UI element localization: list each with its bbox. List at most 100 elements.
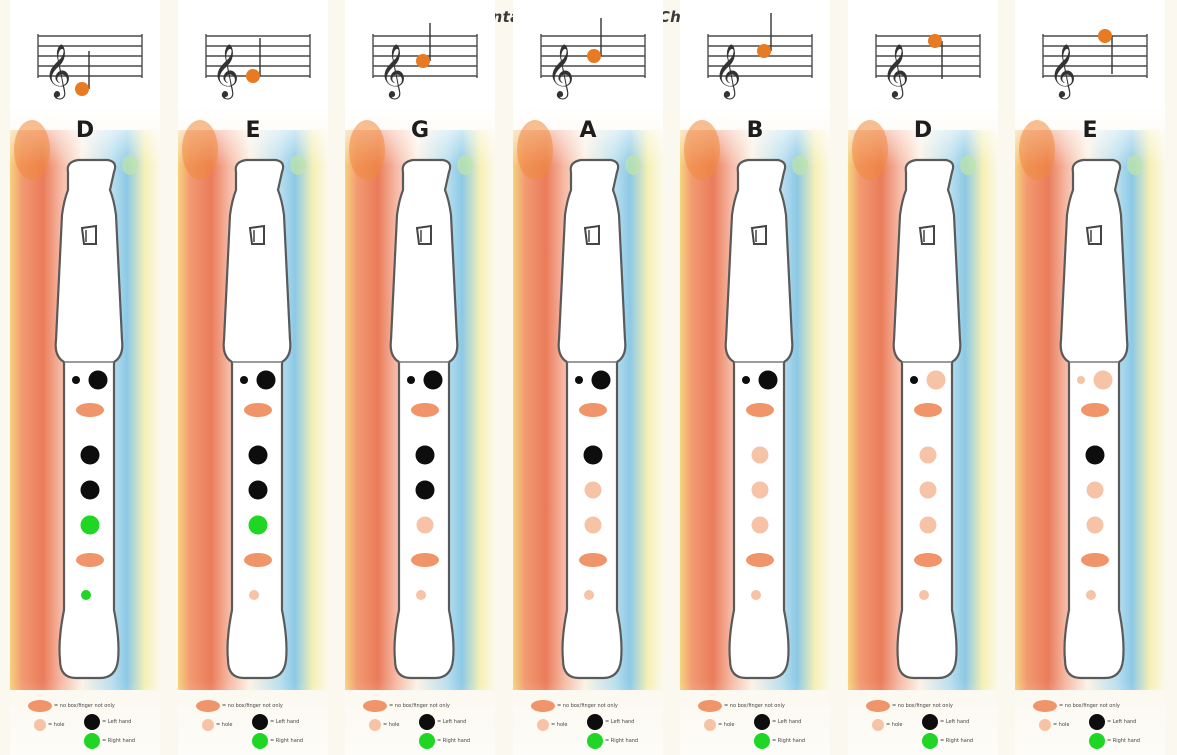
hole-marker	[914, 403, 942, 417]
crayon-flare	[625, 155, 641, 175]
legend-text: = Right hand	[437, 738, 470, 744]
hole-open	[920, 482, 937, 499]
note-name: B	[680, 118, 830, 143]
hole-1	[89, 371, 108, 390]
hole-marker	[579, 403, 607, 417]
recorder-diagram: 𝄞	[1015, 0, 1175, 755]
legend-text: = Left hand	[437, 719, 466, 725]
legend-thumb-swatch	[698, 700, 722, 712]
legend-text: = no box/finger not only	[54, 703, 115, 709]
legend-text: = no box/finger not only	[557, 703, 618, 709]
legend-open-swatch	[1039, 719, 1051, 731]
legend-text: = no box/finger not only	[724, 703, 785, 709]
hole-1	[257, 371, 276, 390]
legend-left-swatch	[587, 714, 603, 730]
hole-open	[585, 517, 602, 534]
legend-open-swatch	[202, 719, 214, 731]
hole-marker	[411, 403, 439, 417]
legend-text: = no box/finger not only	[222, 703, 283, 709]
legend-text: = hole	[551, 722, 567, 728]
legend-text: = hole	[216, 722, 232, 728]
recorder-diagram: 𝄞	[848, 0, 1008, 755]
legend-left-swatch	[252, 714, 268, 730]
note-name: D	[10, 118, 160, 143]
hole-marker	[76, 553, 104, 567]
hole-right-hand	[81, 516, 100, 535]
recorder-window	[82, 226, 96, 244]
hole-open	[1087, 482, 1104, 499]
crayon-flare	[122, 155, 138, 175]
treble-clef-icon: 𝄞	[1049, 43, 1076, 99]
note-name: E	[1015, 118, 1165, 143]
legend-right-swatch	[1089, 733, 1105, 749]
legend-thumb-swatch	[28, 700, 52, 712]
hole-open	[752, 447, 769, 464]
legend-text: = Left hand	[940, 719, 969, 725]
fingering-panel: 𝄞B= no box/finger not only= hole= Left h…	[680, 0, 840, 755]
legend-thumb-swatch	[1033, 700, 1057, 712]
hole-1	[424, 371, 443, 390]
note-dot	[416, 54, 430, 68]
legend-text: = Right hand	[772, 738, 805, 744]
hole-1	[1094, 371, 1113, 390]
recorder-window	[585, 226, 599, 244]
note-dot	[587, 49, 601, 63]
hole-closed	[1086, 446, 1105, 465]
legend-right-swatch	[922, 733, 938, 749]
hole-right-hand	[249, 516, 268, 535]
thumb-hole	[407, 376, 415, 384]
hole-marker	[411, 553, 439, 567]
legend-thumb-swatch	[866, 700, 890, 712]
legend-right-swatch	[419, 733, 435, 749]
note-name: E	[178, 118, 328, 143]
legend-text: = hole	[48, 722, 64, 728]
hole-marker	[76, 403, 104, 417]
hole-open	[751, 590, 761, 600]
recorder-window	[1087, 226, 1101, 244]
legend-open-swatch	[872, 719, 884, 731]
hole-right-hand	[81, 590, 91, 600]
thumb-hole	[240, 376, 248, 384]
crayon-flare	[792, 155, 808, 175]
legend-open-swatch	[704, 719, 716, 731]
hole-open	[752, 482, 769, 499]
legend-text: = hole	[1053, 722, 1069, 728]
fingering-panel: 𝄞G= no box/finger not only= hole= Left h…	[345, 0, 505, 755]
legend-text: = Right hand	[605, 738, 638, 744]
legend-right-swatch	[252, 733, 268, 749]
legend-text: = Left hand	[270, 719, 299, 725]
note-dot	[928, 34, 942, 48]
recorder-window	[417, 226, 431, 244]
legend-text: = Right hand	[1107, 738, 1140, 744]
legend-text: = Left hand	[605, 719, 634, 725]
hole-open	[585, 482, 602, 499]
legend-text: = Right hand	[940, 738, 973, 744]
recorder-diagram: 𝄞	[680, 0, 840, 755]
legend-thumb-swatch	[363, 700, 387, 712]
hole-marker	[746, 403, 774, 417]
legend-left-swatch	[754, 714, 770, 730]
legend-left-swatch	[419, 714, 435, 730]
legend-left-swatch	[84, 714, 100, 730]
hole-1	[759, 371, 778, 390]
legend-text: = no box/finger not only	[389, 703, 450, 709]
hole-open	[249, 590, 259, 600]
fingering-panel: 𝄞E= no box/finger not only= hole= Left h…	[1015, 0, 1175, 755]
legend-text: = Right hand	[270, 738, 303, 744]
note-name: G	[345, 118, 495, 143]
note-dot	[757, 44, 771, 58]
legend-right-swatch	[587, 733, 603, 749]
hole-marker	[914, 553, 942, 567]
hole-marker	[244, 403, 272, 417]
fingering-panel: 𝄞D= no box/finger not only= hole= Left h…	[848, 0, 1008, 755]
treble-clef-icon: 𝄞	[379, 43, 406, 99]
thumb-hole	[742, 376, 750, 384]
legend-thumb-swatch	[196, 700, 220, 712]
treble-clef-icon: 𝄞	[547, 43, 574, 99]
hole-open	[584, 590, 594, 600]
legend-text: = Left hand	[102, 719, 131, 725]
legend-right-swatch	[84, 733, 100, 749]
crayon-flare	[1127, 155, 1143, 175]
treble-clef-icon: 𝄞	[714, 43, 741, 99]
